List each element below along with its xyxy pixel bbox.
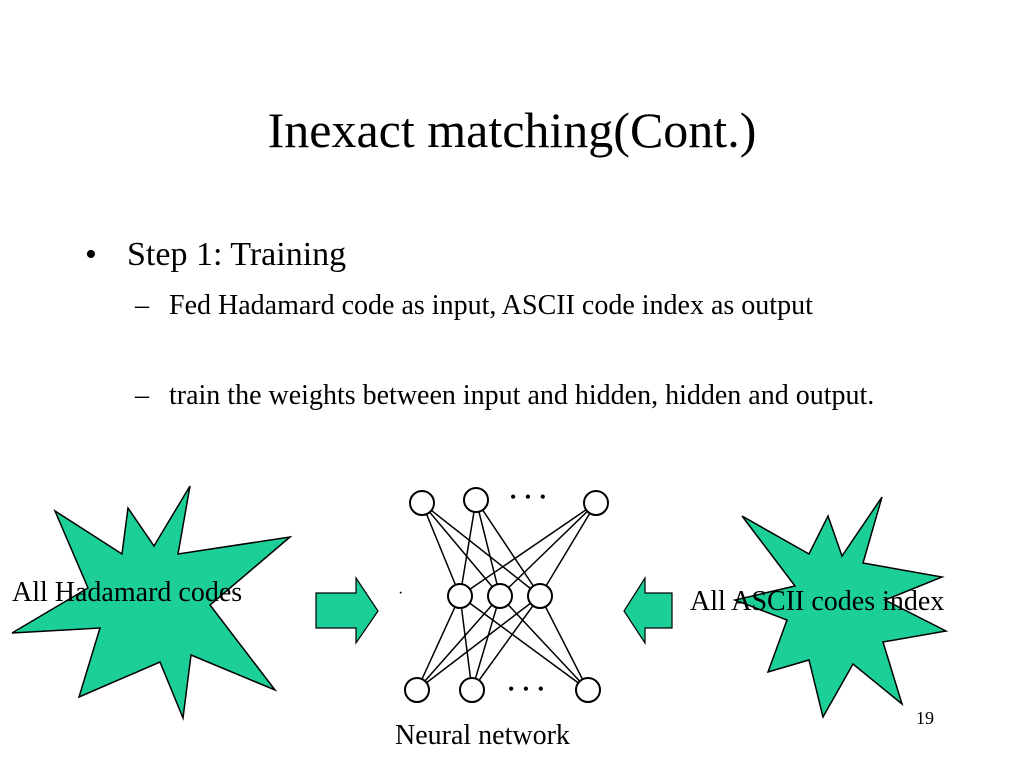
network-nodes	[404, 487, 609, 703]
bottom-ellipsis: • • •	[508, 679, 546, 699]
output-node	[459, 677, 485, 703]
hidden-node	[487, 583, 513, 609]
input-node	[463, 487, 489, 513]
slide-title: Inexact matching(Cont.)	[267, 102, 757, 158]
output-label: All ASCII codes index	[690, 586, 945, 617]
sub-item-text: Fed Hadamard code as input, ASCII code i…	[169, 290, 813, 321]
output-node	[575, 677, 601, 703]
hidden-node	[447, 583, 473, 609]
sub-item-text: train the weights between input and hidd…	[169, 380, 875, 411]
output-arrow	[623, 575, 673, 646]
input-node	[583, 490, 609, 516]
input-label: All Hadamard codes	[12, 577, 243, 608]
network-label: Neural network	[395, 720, 570, 751]
bullet-step1-text: Step 1: Training	[127, 236, 347, 273]
hidden-node	[527, 583, 553, 609]
input-arrow	[315, 576, 379, 645]
bullet-dot: •	[85, 236, 97, 273]
input-node	[409, 490, 435, 516]
sub-dash: –	[135, 290, 149, 321]
output-node	[404, 677, 430, 703]
stray-mark: ·	[398, 585, 403, 602]
input-starburst	[11, 485, 293, 721]
page-number: 19	[916, 708, 934, 728]
top-ellipsis: • • •	[510, 487, 548, 507]
network-edges	[416, 499, 597, 691]
sub-dash: –	[135, 380, 149, 411]
output-starburst	[732, 496, 949, 720]
